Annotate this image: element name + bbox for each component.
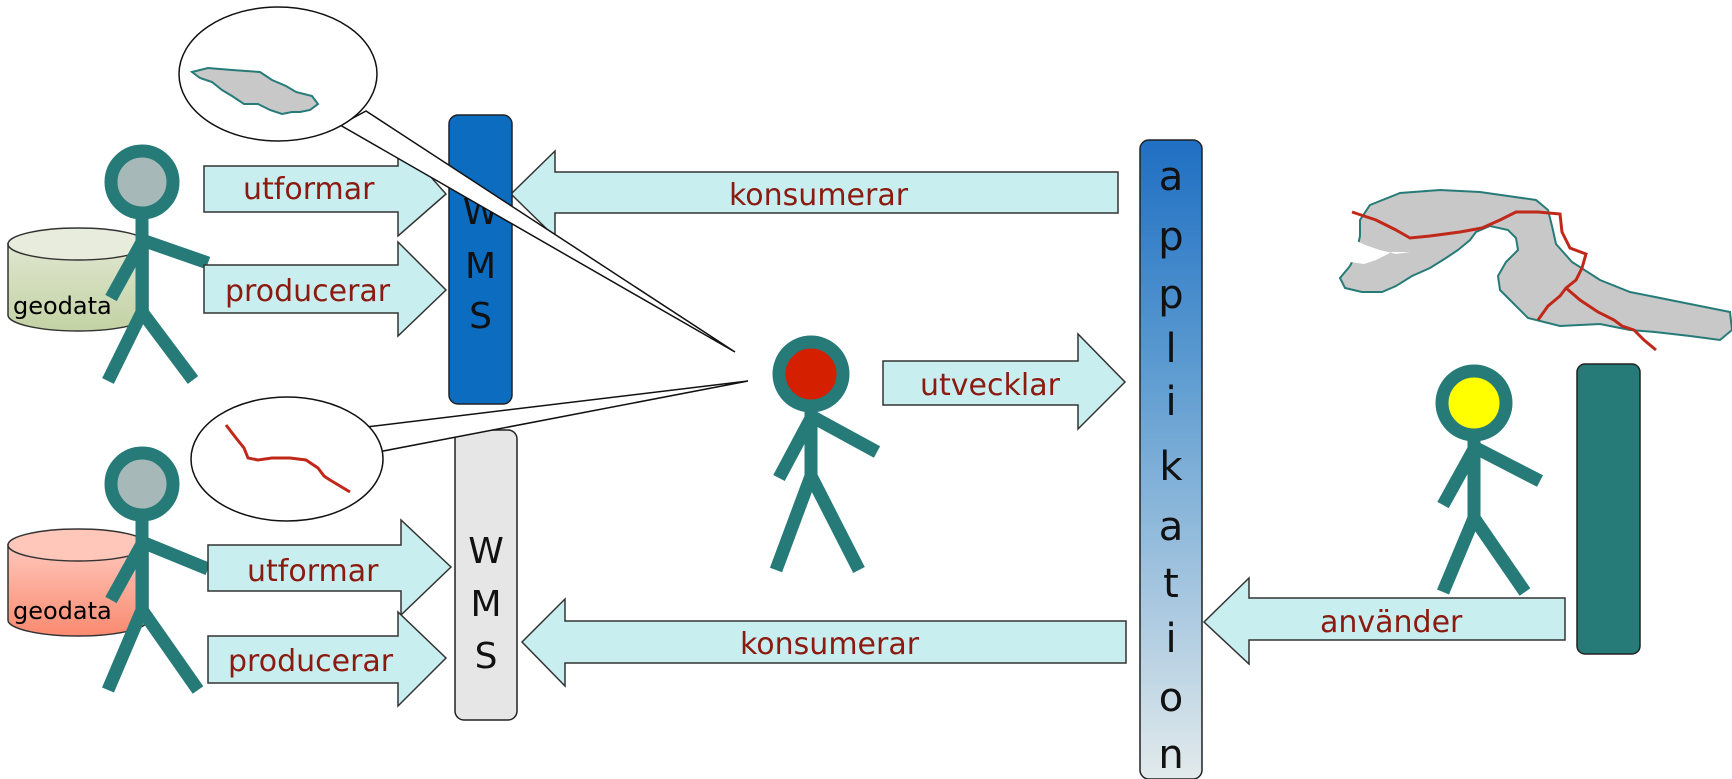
app-letter: i (1165, 616, 1176, 662)
arrow-label: konsumerar (740, 627, 920, 662)
speech-bubble-area-map (178, 6, 736, 353)
arrow-producerar-bottom: producerar (207, 610, 448, 708)
arrow-anvander: använder (1202, 576, 1566, 666)
arrow-label: utvecklar (920, 368, 1061, 403)
arrow-utformar-bottom: utformar (207, 518, 453, 617)
app-letter: t (1163, 561, 1179, 607)
arrow-utvecklar: utvecklar (882, 332, 1127, 431)
app-letter: i (1165, 379, 1176, 425)
app-letter: a (1159, 154, 1184, 200)
arrow-konsumerar-bottom: konsumerar (520, 597, 1127, 688)
producer-top-figure (102, 144, 211, 384)
arrow-label: använder (1320, 605, 1463, 640)
area-map-icon (189, 66, 320, 116)
wms-letter: S (475, 636, 498, 677)
app-letter: p (1158, 272, 1183, 318)
arrow-producerar-top: producerar (203, 240, 448, 338)
application-bar: a p p l i k a t i o n (1139, 139, 1203, 779)
wms-letter: M (465, 246, 496, 287)
arrow-label: producerar (225, 274, 391, 309)
app-letter: p (1158, 214, 1183, 260)
speech-bubble-river-map (190, 380, 749, 522)
arrow-label: konsumerar (729, 178, 909, 213)
app-letter: n (1158, 732, 1183, 778)
app-letter: o (1159, 675, 1183, 721)
geodata-label: geodata (13, 292, 112, 320)
wms-letter: M (470, 584, 501, 625)
app-letter: k (1159, 444, 1183, 490)
wms-letter: S (469, 296, 492, 337)
arrow-konsumerar-top: konsumerar (509, 149, 1119, 239)
app-letter: a (1159, 504, 1184, 550)
geodata-label: geodata (13, 597, 112, 625)
arrow-label: utformar (243, 172, 375, 207)
wms-service-bottom: W M S (454, 429, 518, 721)
composite-map-icon (1338, 188, 1732, 352)
end-user-figure (1435, 364, 1543, 596)
river-map-icon (224, 424, 351, 494)
wms-service-top: W M S (448, 114, 513, 405)
producer-bottom-figure (102, 446, 211, 694)
app-letter: l (1165, 326, 1176, 372)
end-user-device-bar (1576, 363, 1641, 655)
arrow-label: utformar (247, 554, 379, 589)
arrow-label: producerar (228, 644, 394, 679)
wms-letter: W (468, 531, 504, 572)
arrow-utformar-top: utformar (203, 138, 448, 238)
developer-figure (769, 335, 881, 573)
geodata-database-top: geodata (7, 227, 149, 332)
